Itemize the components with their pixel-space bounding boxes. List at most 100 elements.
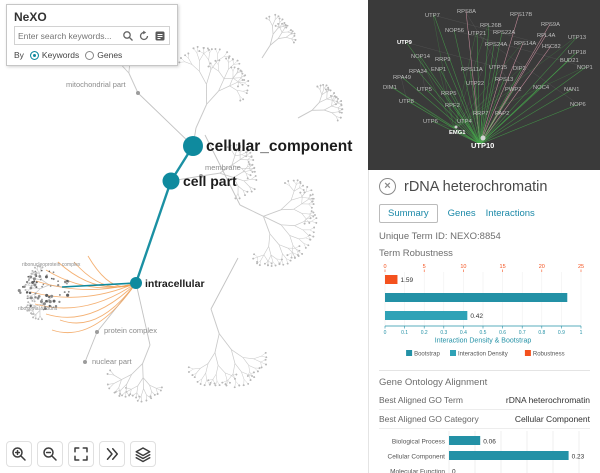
section-divider [379,370,590,371]
tab-genes[interactable]: Genes [447,208,476,219]
svg-text:0.3: 0.3 [440,330,447,336]
double-chevron-icon [106,448,118,460]
layers-button[interactable] [130,441,156,467]
network-node-label[interactable]: RPS22A [493,30,515,36]
network-node-label[interactable]: NOC4 [533,85,550,91]
radio-keywords-icon[interactable] [29,50,39,60]
radio-genes-icon[interactable] [85,50,95,60]
graph-node-label[interactable]: intracellular [145,278,205,290]
network-node-label[interactable]: RPS8A [457,9,476,15]
network-node-label[interactable]: RPA34 [409,69,428,75]
graph-node-label[interactable]: cell part [183,173,237,189]
robustness-section-title: Term Robustness [379,248,453,259]
network-node-label[interactable]: RRP9 [435,57,450,63]
network-node-label[interactable]: RPL26B [480,23,502,29]
tab-summary[interactable]: Summary [379,204,438,223]
detail-tabs: Summary Genes Interactions [379,204,590,223]
network-node-label[interactable]: UTP4 [457,119,473,125]
network-node-label[interactable]: NOP6 [570,102,586,108]
svg-text:15: 15 [500,264,506,270]
zoom-out-button[interactable] [37,441,63,467]
graph-node-label[interactable]: nuclear part [92,357,133,366]
go-category-row: Best Aligned GO Category Cellular Compon… [379,410,590,429]
network-node-label[interactable]: NOP1 [577,65,593,71]
svg-text:0: 0 [452,469,456,473]
network-node-label[interactable]: NOP14 [411,54,431,60]
svg-text:0.06: 0.06 [483,439,496,446]
graph-node-label[interactable]: ribosomal subunit [18,306,58,312]
network-node-label[interactable]: RPF2 [445,103,460,109]
network-node-label[interactable]: BUD21 [560,58,579,64]
radio-genes[interactable]: Genes [85,50,122,60]
detail-header: × rDNA heterochromatin [379,178,590,195]
network-node-label[interactable]: ENP1 [431,67,446,73]
tab-interactions[interactable]: Interactions [485,208,535,219]
network-node-label[interactable]: NAN1 [564,87,579,93]
network-node-label[interactable]: RPS9A [541,22,560,28]
search-input-row [14,26,170,45]
network-node-label[interactable]: DIP2 [513,66,526,72]
svg-text:25: 25 [578,264,584,270]
network-node-label[interactable]: UTP22 [466,81,484,87]
network-node-label[interactable]: RPA49 [393,75,411,81]
radio-keywords[interactable]: Keywords [29,50,79,60]
graph-node-label[interactable]: mitochondrial part [66,80,127,89]
graph-node-label[interactable]: cellular_component [206,138,352,155]
network-node-label[interactable]: RPS13 [495,77,513,83]
search-icon[interactable] [121,29,134,42]
network-node-label[interactable]: RPS11A [461,67,483,73]
network-node-label[interactable]: UTP8 [399,99,414,105]
svg-text:0.7: 0.7 [519,330,526,336]
reset-icon[interactable] [137,29,150,42]
network-node-label[interactable]: UTP5 [417,87,432,93]
network-node-label[interactable]: RRP7 [473,111,488,117]
network-node-label[interactable]: PWP2 [505,87,521,93]
network-node-label[interactable]: UTP13 [568,35,586,41]
network-node-label[interactable]: DIM1 [383,85,397,91]
svg-text:0: 0 [384,330,387,336]
svg-text:Robustness: Robustness [533,352,565,358]
layers-icon [135,447,151,463]
close-icon[interactable]: × [379,178,396,195]
fit-to-screen-button[interactable] [68,441,94,467]
network-node-label[interactable]: RPS17B [510,12,532,18]
network-node-label[interactable]: RRP5 [441,91,456,97]
svg-text:0: 0 [383,264,386,270]
network-node-label[interactable]: NOP56 [445,28,464,34]
graph-node-label[interactable]: ribonucleoprotein complex [22,262,81,268]
network-node-label[interactable]: EMG1 [449,130,466,136]
zoom-in-button[interactable] [6,441,32,467]
network-node-label[interactable]: UTP9 [397,40,413,46]
expand-selection-button[interactable] [99,441,125,467]
svg-text:Cellular Component: Cellular Component [388,454,446,461]
svg-text:0.23: 0.23 [572,454,585,461]
search-input[interactable] [18,30,118,41]
network-node-label[interactable]: UTP10 [471,141,494,150]
network-node-label[interactable]: RPS24A [485,42,507,48]
network-node-label[interactable]: PAP2 [495,111,509,117]
network-node-label[interactable]: UTP18 [568,50,586,56]
svg-text:Molecular Function: Molecular Function [390,469,445,473]
network-node-label[interactable]: UTP6 [423,119,438,125]
network-node-label[interactable]: UTP21 [468,31,486,37]
svg-text:10: 10 [460,264,466,270]
svg-text:0.1: 0.1 [401,330,408,336]
svg-text:0.5: 0.5 [480,330,487,336]
svg-text:0.6: 0.6 [499,330,506,336]
network-node-label[interactable]: RPS14A [514,41,536,47]
network-node-label[interactable]: UTP7 [425,13,440,19]
network-node-label[interactable]: UTP15 [489,65,507,71]
network-node-label[interactable]: HSC82 [542,44,561,50]
network-node-label[interactable]: RPL4A [537,33,556,39]
go-alignment-chart: 00.050.10.150.20.25Biological Process0.0… [388,431,585,473]
graph-node-label[interactable]: protein complex [104,326,157,335]
graph-node-label[interactable]: membrane [205,163,241,172]
term-detail-panel: × rDNA heterochromatin Summary Genes Int… [368,170,600,473]
advanced-options-icon[interactable] [153,29,166,42]
go-alignment-title: Gene Ontology Alignment [379,377,488,388]
radio-genes-label: Genes [97,50,123,60]
